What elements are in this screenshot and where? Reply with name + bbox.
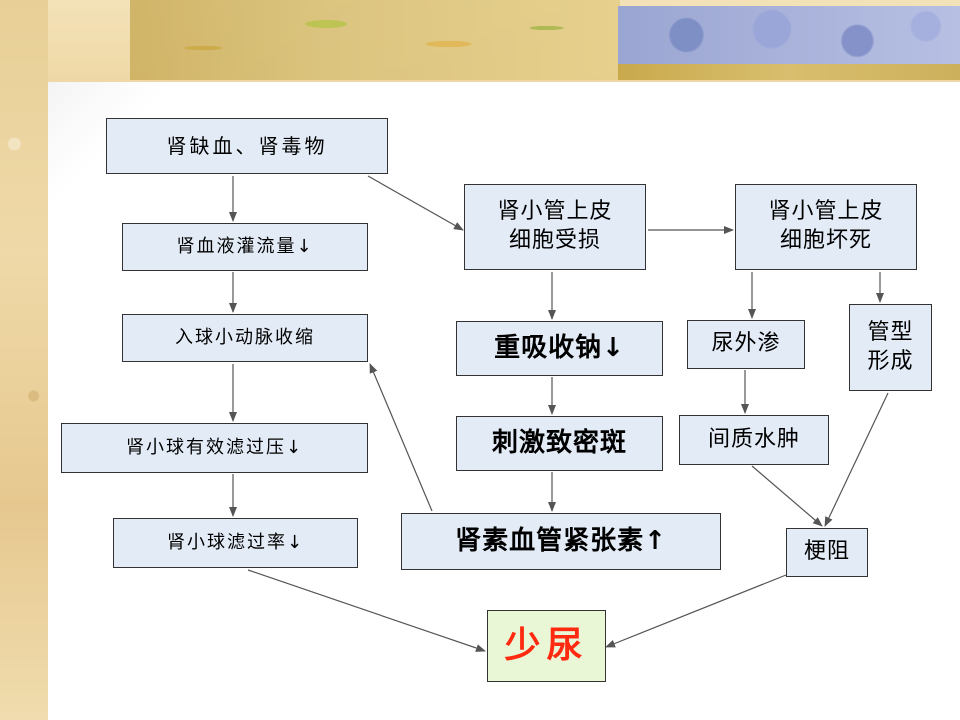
node-afferent-constrict-label: 入球小动脉收缩 [175, 327, 315, 349]
node-renin-angiotensin-label: 肾素血管紧张素↑ [455, 525, 667, 556]
node-tubular-injury-label: 肾小管上皮 细胞受损 [497, 199, 613, 253]
node-oliguria-label: 少尿 [504, 624, 589, 666]
node-tubular-injury: 肾小管上皮 细胞受损 [464, 184, 646, 270]
node-glomerular-pressure-label: 肾小球有效滤过压↓ [125, 437, 304, 459]
node-ischemia-toxin: 肾缺血、肾毒物 [106, 118, 388, 174]
node-cast-formation: 管型 形成 [849, 304, 932, 391]
node-tubular-necrosis: 肾小管上皮 细胞坏死 [735, 184, 917, 270]
node-renal-perfusion-label: 肾血液灌流量↓ [176, 236, 314, 258]
node-sodium-reabsorption-label: 重吸收钠↓ [494, 332, 625, 363]
left-decoration-band [0, 0, 48, 720]
arrow-edema-to-obstruction [751, 465, 823, 527]
node-tubular-necrosis-label: 肾小管上皮 细胞坏死 [768, 199, 884, 253]
node-macula-densa-label: 刺激致密斑 [491, 427, 627, 458]
leaves-decoration-image [130, 0, 620, 80]
node-renal-perfusion: 肾血液灌流量↓ [122, 223, 368, 271]
arrow-gfr-to-oliguria [247, 569, 486, 652]
flowers-decoration-image [618, 6, 960, 64]
node-obstruction-label: 梗阻 [803, 539, 850, 565]
node-macula-densa: 刺激致密斑 [456, 416, 663, 471]
arrow-renin-to-constrict [369, 363, 433, 512]
node-renin-angiotensin: 肾素血管紧张素↑ [401, 513, 721, 570]
arrow-ischemia-to-injury [367, 175, 464, 231]
node-interstitial-edema: 间质水肿 [679, 415, 829, 465]
header-decoration-strip [618, 64, 960, 80]
node-urine-leak-label: 尿外渗 [711, 331, 781, 357]
node-oliguria: 少尿 [487, 610, 606, 682]
node-obstruction: 梗阻 [786, 528, 868, 577]
arrow-obstruction-to-oliguria [605, 574, 787, 648]
node-gfr-label: 肾小球滤过率↓ [166, 532, 305, 554]
node-glomerular-pressure: 肾小球有效滤过压↓ [61, 423, 368, 473]
node-interstitial-edema-label: 间质水肿 [707, 426, 800, 452]
node-gfr: 肾小球滤过率↓ [113, 518, 358, 568]
node-afferent-constrict: 入球小动脉收缩 [122, 314, 368, 362]
node-sodium-reabsorption: 重吸收钠↓ [456, 321, 663, 376]
node-urine-leak: 尿外渗 [687, 320, 805, 369]
node-ischemia-toxin-label: 肾缺血、肾毒物 [166, 134, 328, 158]
arrow-cast-to-obstruction [824, 392, 889, 527]
node-cast-formation-label: 管型 形成 [867, 319, 914, 374]
